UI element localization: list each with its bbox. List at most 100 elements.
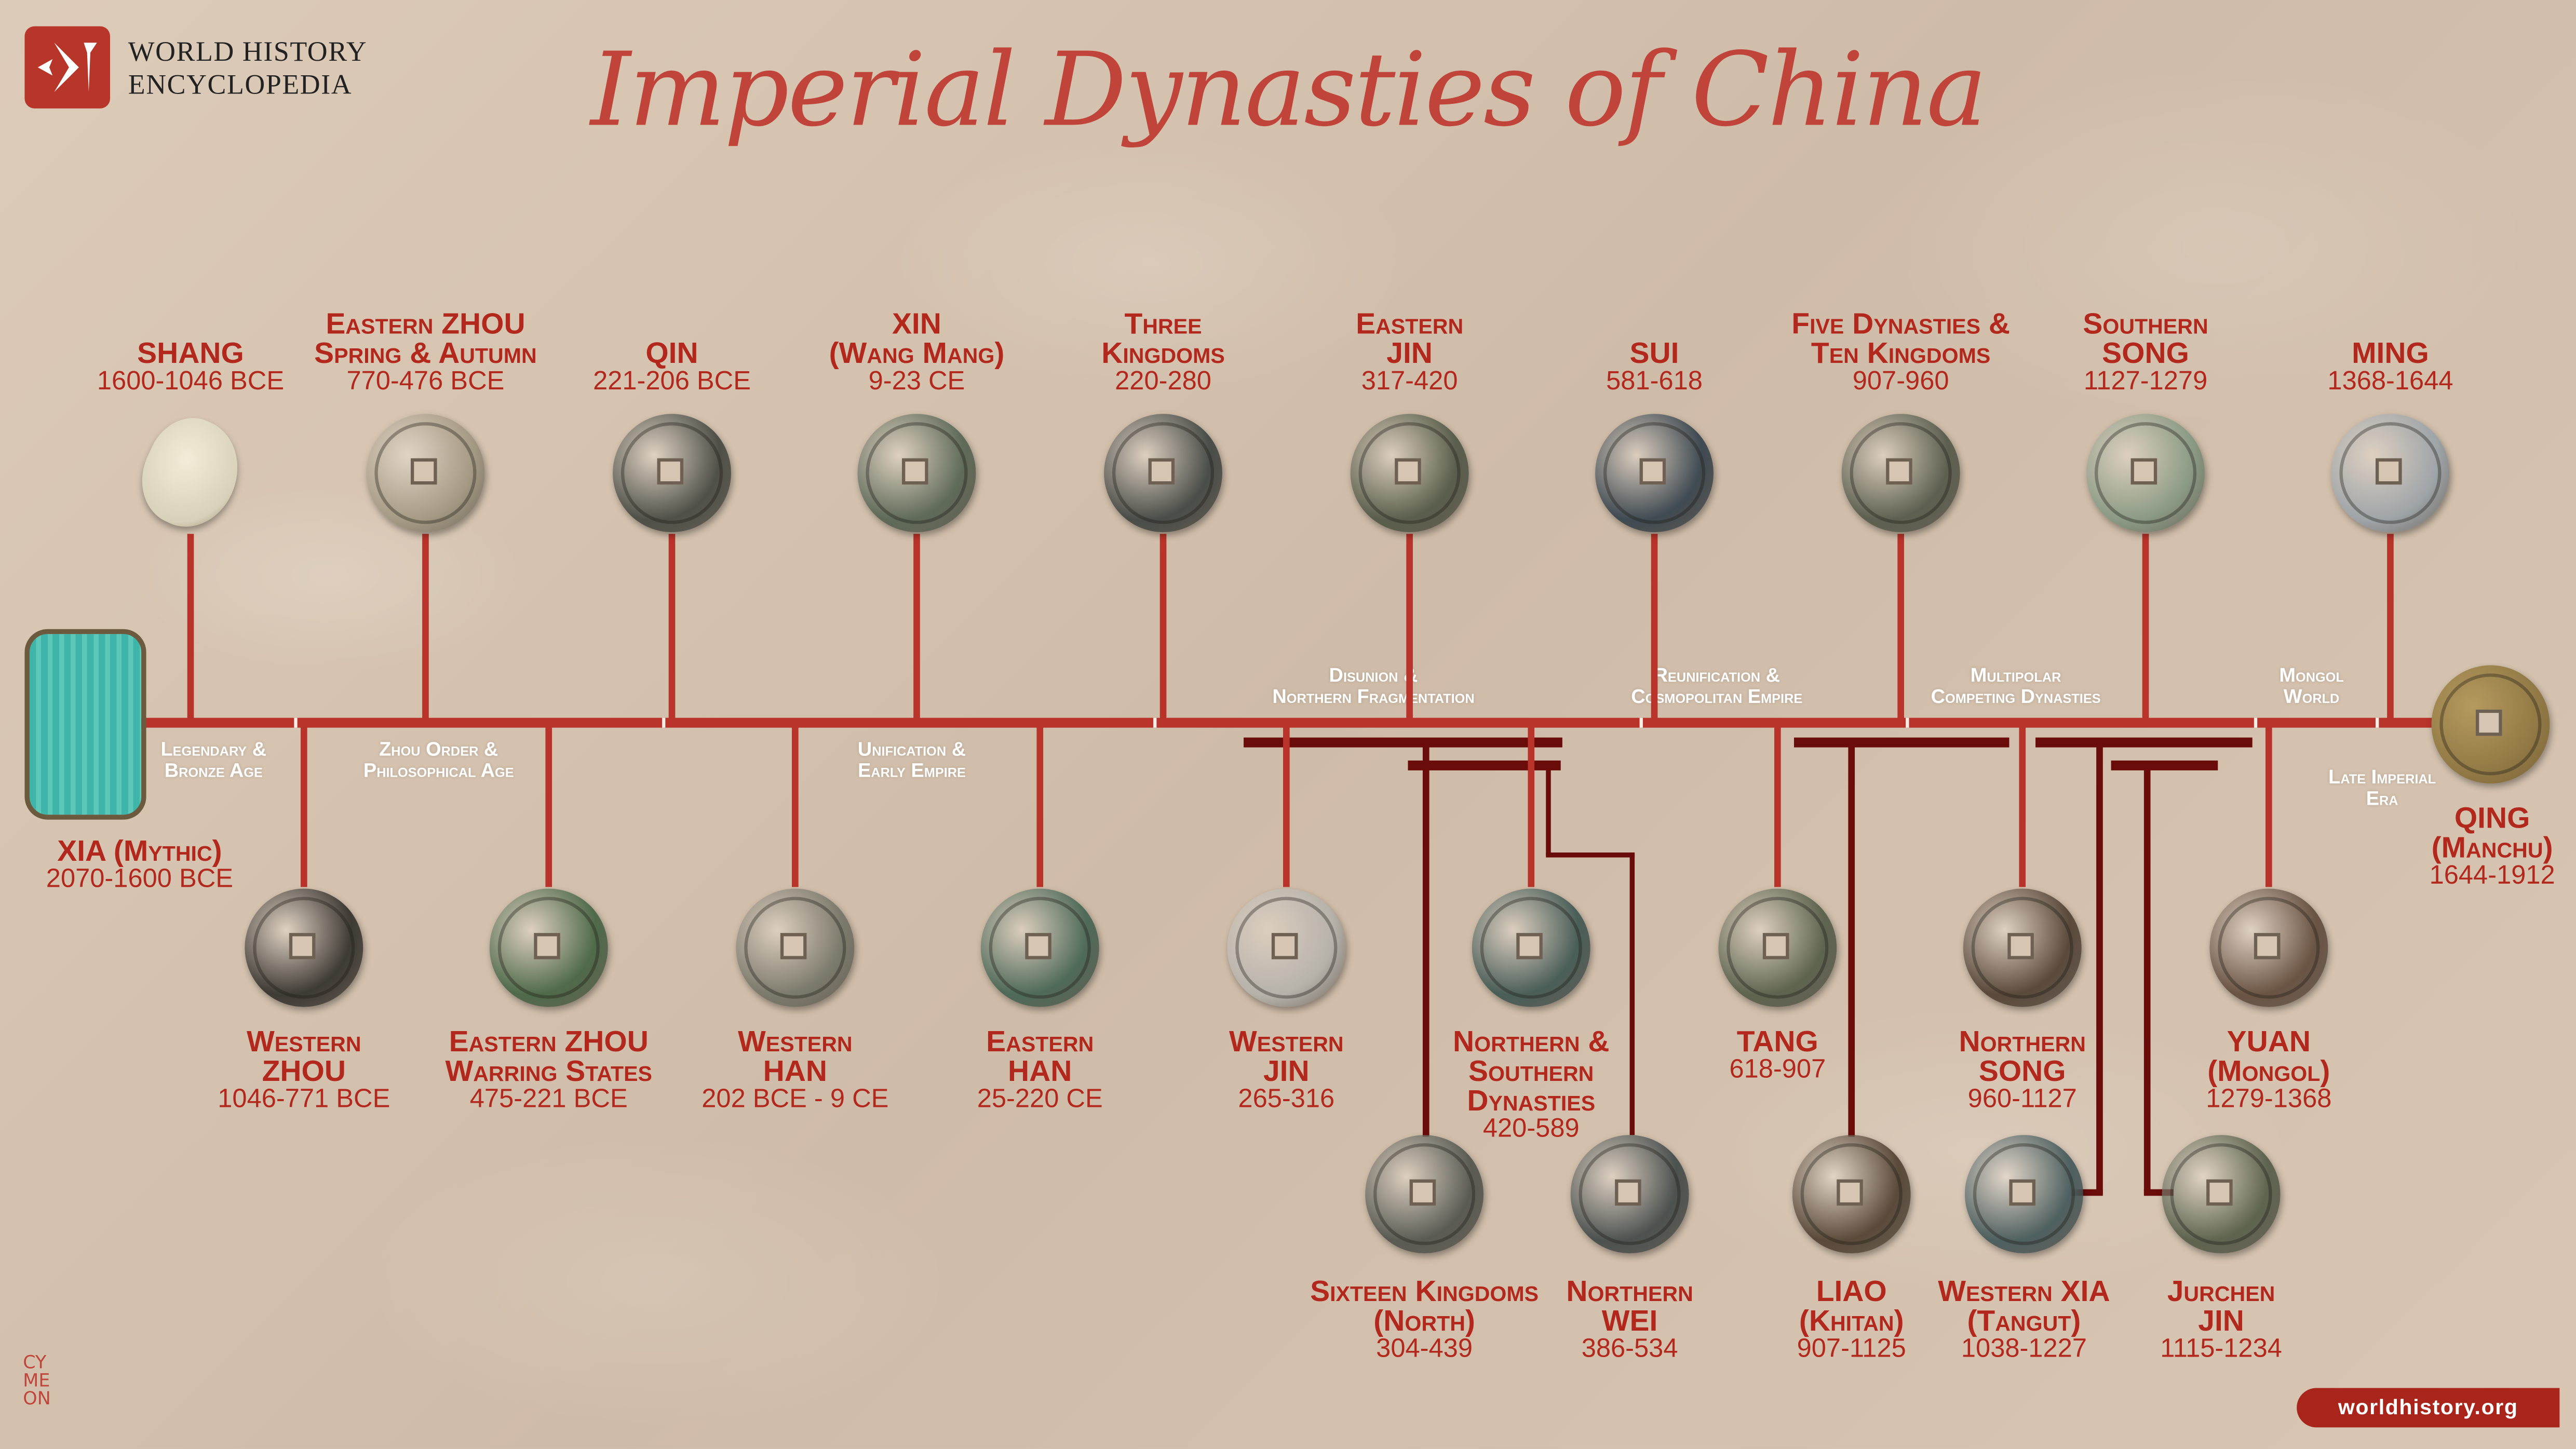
dynasty-name: JIN	[2198, 1304, 2244, 1337]
era-label-line: Competing Dynasties	[1931, 685, 2101, 708]
dynasty-name: Southern	[1468, 1054, 1594, 1088]
dynasty-name: Dynasties	[1467, 1084, 1596, 1117]
brand-line-2: ENCYCLOPEDIA	[128, 69, 353, 100]
timeline-stem	[668, 534, 676, 720]
dynasty-dates: 1279-1368	[2206, 1086, 2332, 1114]
era-divider	[662, 717, 666, 728]
brand-name: WORLD HISTORY ENCYCLOPEDIA	[128, 36, 367, 102]
dynasty-dates: 770-476 BCE	[346, 368, 505, 396]
dynasty-name: (Tangut)	[1967, 1304, 2081, 1337]
era-label-line: Late Imperial	[2328, 765, 2436, 789]
dynasty-name: Kingdoms	[1101, 336, 1225, 370]
era-label: Disunion &Northern Fragmentation	[1272, 665, 1474, 708]
coin-icon	[1718, 888, 1837, 1007]
era-label: Reunification &Cosmopolitan Empire	[1631, 665, 1802, 708]
dynasty-name: Ten Kingdoms	[1811, 336, 1991, 370]
coin-icon	[2162, 1135, 2281, 1254]
dynasty-dates: 221-206 BCE	[593, 368, 751, 396]
coin-icon	[613, 414, 731, 533]
website-link[interactable]: worldhistory.org	[2297, 1388, 2560, 1428]
era-label-line: Legendary &	[160, 737, 267, 761]
dynasty-name: MING	[2352, 336, 2429, 370]
era-label-line: Bronze Age	[164, 759, 263, 782]
dynasty-dates: 475-221 BCE	[469, 1086, 628, 1114]
dynasty-dates: 960-1127	[1967, 1086, 2077, 1114]
era-label: Unification &Early Empire	[858, 738, 966, 782]
era-divider	[2375, 717, 2379, 728]
era-label-line: Reunification &	[1653, 663, 1781, 687]
dynasty-label: LIAO(Khitan)907-1125	[1797, 1276, 1906, 1365]
dynasty-name: XIA (Mythic)	[57, 834, 222, 868]
dynasty-dates: 202 BCE - 9 CE	[702, 1086, 889, 1114]
dynasty-dates: 317-420	[1361, 368, 1458, 396]
dynasty-name: Warring States	[445, 1054, 653, 1088]
timeline-stem	[791, 724, 799, 887]
coin-icon	[1841, 414, 1960, 533]
timeline-stem	[187, 534, 194, 720]
coin-icon	[1104, 414, 1222, 533]
dynasty-dates: 1115-1234	[2160, 1335, 2282, 1364]
dynasty-dates: 220-280	[1115, 368, 1211, 396]
era-label: Legendary &Bronze Age	[160, 737, 267, 782]
dynasty-label: Sixteen Kingdoms(North)304-439	[1310, 1276, 1539, 1365]
dynasty-name: Western XIA	[1938, 1275, 2110, 1308]
world-history-logo-icon	[24, 26, 110, 109]
timeline-stem	[1406, 534, 1413, 720]
dynasty-label-qing: QING (Manchu) 1644-1912	[2430, 803, 2555, 892]
dynasty-dates: 1038-1227	[1961, 1335, 2087, 1364]
dynasty-dates: 907-1125	[1797, 1335, 1906, 1364]
dynasty-name: Northern	[1566, 1275, 1693, 1308]
dynasty-dates: 1046-771 BCE	[218, 1086, 390, 1114]
branch-connector	[1629, 852, 1635, 1135]
coin-icon	[1227, 888, 1346, 1007]
era-label-line: World	[2283, 685, 2340, 708]
coin-icon	[980, 888, 1099, 1007]
dynasty-name: QIN	[645, 336, 698, 370]
era-label: Zhou Order &Philosophical Age	[363, 738, 514, 782]
dynasty-name: Eastern ZHOU	[326, 307, 525, 340]
timeline-stem	[1774, 724, 1781, 887]
dynasty-name: (North)	[1373, 1304, 1475, 1337]
dynasty-name: (Manchu)	[2431, 831, 2553, 864]
coin-icon	[1965, 1135, 2083, 1254]
coin-icon	[366, 414, 485, 533]
era-divider	[1639, 717, 1643, 728]
dynasty-name: (Mongol)	[2207, 1054, 2330, 1088]
era-divider	[2254, 717, 2258, 728]
timeline-stem	[422, 534, 429, 720]
dynasty-name: Southern	[2083, 307, 2208, 340]
timeline-stem	[300, 724, 307, 887]
branch-connector	[1848, 742, 1855, 1137]
dynasty-name: WEI	[1601, 1304, 1658, 1337]
coin-icon	[1595, 414, 1714, 533]
dynasty-name: XIN	[892, 307, 941, 340]
artist-signature: CY ME ON	[23, 1351, 51, 1410]
timeline-stem	[1651, 534, 1658, 720]
dynasty-name: Western	[246, 1025, 361, 1058]
era-divider	[1906, 717, 1909, 728]
brand-line-1: WORLD HISTORY	[128, 36, 368, 67]
dynasty-name: Five Dynasties &	[1791, 307, 2010, 340]
era-divider	[1153, 717, 1157, 728]
coin-icon	[245, 888, 363, 1007]
era-label-line: Northern Fragmentation	[1272, 685, 1475, 708]
coin-icon	[1472, 888, 1590, 1007]
branch-connector	[2111, 760, 2218, 770]
dynasty-name: ZHOU	[262, 1054, 346, 1088]
dynasty-dates: 420-589	[1482, 1115, 1580, 1144]
dynasty-name: Northern	[1959, 1025, 2086, 1058]
era-label-line: Disunion &	[1329, 663, 1418, 687]
